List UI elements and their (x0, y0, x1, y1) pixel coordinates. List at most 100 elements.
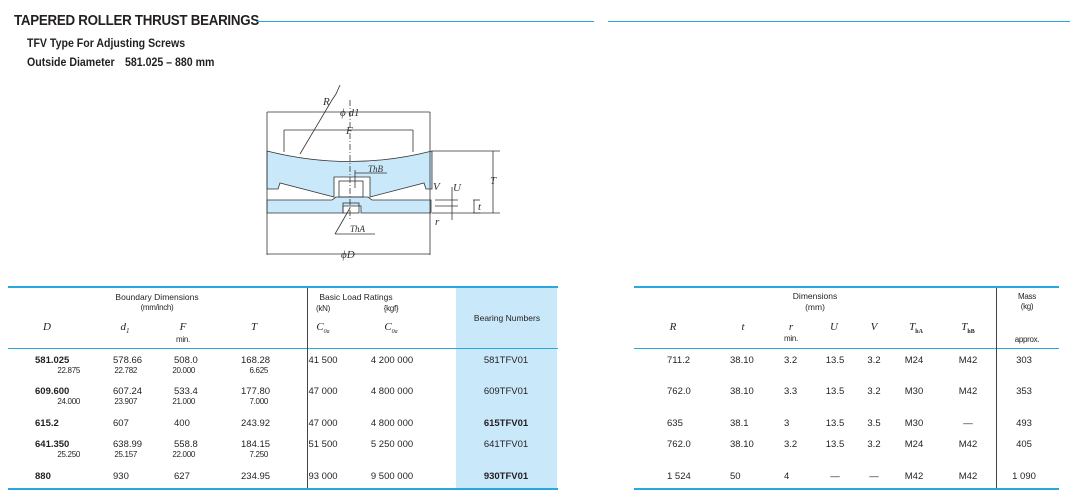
title-rule (256, 21, 594, 22)
cell-load-kgf: 4 200 000 (370, 355, 414, 366)
cell-ThA: M30 (904, 386, 924, 397)
cell-V: — (869, 471, 879, 482)
cell-U: — (830, 471, 840, 482)
subtitle: TFV Type For Adjusting Screws (27, 38, 186, 50)
range-label: Outside Diameter (27, 57, 115, 69)
bearing-diagram: R ϕ d1 F ThB ThA V U T t r ϕD (266, 84, 500, 261)
label-T: T (490, 175, 497, 187)
cell-mass: 1 090 (1012, 471, 1036, 482)
cell-ThB: M42 (958, 386, 978, 397)
cell-d1-inch: 23.907 (114, 397, 137, 406)
label-V: V (433, 181, 441, 193)
left-table-top-rule (8, 286, 558, 288)
cell-V: 3.2 (867, 386, 881, 397)
cell-R: 1 524 (667, 471, 691, 482)
col-d1: d1 (120, 321, 130, 336)
cell-load-kn: 47 000 (308, 386, 338, 397)
cell-ThA: M42 (904, 471, 924, 482)
cell-r: 3.3 (784, 386, 798, 397)
col-V: V (870, 321, 878, 333)
cell-d1: 607.24 (113, 386, 143, 397)
cell-mass: 493 (1016, 418, 1032, 429)
right-table-bottom-rule (634, 488, 1059, 490)
cell-V: 3.2 (867, 355, 881, 366)
col-F-min: min. (176, 335, 190, 344)
cell-d1: 638.99 (113, 439, 143, 450)
right-table-header-rule (634, 348, 1059, 349)
cell-r: 3.2 (784, 355, 798, 366)
bearing-numbers-header: Bearing Numbers (473, 313, 541, 323)
cell-D-inch: 22.875 (57, 366, 80, 375)
col-r-min: min. (784, 334, 798, 343)
cell-U: 13.5 (825, 386, 845, 397)
cell-t: 38.1 (730, 418, 749, 429)
cell-F: 508.0 (174, 355, 198, 366)
cell-bearing-number: 581TFV01 (483, 355, 529, 366)
left-table-header-rule (8, 348, 558, 349)
unit-kgf: {kgf} (383, 304, 399, 313)
cell-mass: 353 (1016, 386, 1032, 397)
cell-F: 533.4 (174, 386, 198, 397)
cell-R: 762.0 (667, 386, 691, 397)
cell-d1-inch: 22.782 (114, 366, 137, 375)
cell-D: 880 (35, 471, 51, 482)
cell-T-inch: 6.625 (249, 366, 268, 375)
cell-D: 615.2 (35, 418, 59, 429)
label-U: U (453, 182, 462, 194)
cell-t: 38.10 (730, 355, 754, 366)
cell-ThB: M42 (958, 355, 978, 366)
cell-r: 3 (784, 418, 790, 429)
label-D: ϕD (341, 249, 355, 261)
boundary-unit: (mm/inch) (140, 303, 174, 312)
col-F: F (179, 321, 187, 333)
dimensions-header: Dimensions (792, 291, 838, 301)
cell-ThA: M30 (904, 418, 924, 429)
cell-F: 627 (174, 471, 190, 482)
cell-D-inch: 24.000 (57, 397, 80, 406)
left-table-bottom-rule (8, 488, 558, 490)
label-d1: ϕ d1 (340, 107, 359, 119)
cell-T-inch: 7.250 (249, 450, 268, 459)
cell-ThB: — (963, 418, 973, 429)
cell-d1-inch: 25.157 (114, 450, 137, 459)
cell-F-inch: 20.000 (172, 366, 195, 375)
label-R: R (322, 96, 330, 108)
unit-kn: (kN) (316, 304, 330, 313)
cell-D: 609.600 (35, 386, 70, 397)
cell-load-kn: 93 000 (308, 471, 338, 482)
cell-T: 184.15 (241, 439, 271, 450)
cell-t: 38.10 (730, 439, 754, 450)
cell-D: 641.350 (35, 439, 70, 450)
cell-r: 3.2 (784, 439, 798, 450)
cell-F: 558.8 (174, 439, 198, 450)
cell-R: 762.0 (667, 439, 691, 450)
cell-d1: 578.66 (113, 355, 143, 366)
page-title: TAPERED ROLLER THRUST BEARINGS (14, 13, 259, 29)
cell-load-kgf: 5 250 000 (370, 439, 414, 450)
right-table-divider (996, 288, 997, 488)
cell-T: 168.28 (241, 355, 271, 366)
cell-d1: 607 (113, 418, 129, 429)
cell-bearing-number: 609TFV01 (483, 386, 529, 397)
cell-ThA: M24 (904, 439, 924, 450)
cell-load-kgf: 4 800 000 (370, 418, 414, 429)
title-rule-right (608, 21, 1070, 22)
cell-F: 400 (174, 418, 190, 429)
bearing-column-highlight (456, 288, 557, 489)
cell-T: 234.95 (241, 471, 271, 482)
col-ThA: ThA (909, 321, 923, 336)
cell-bearing-number: 930TFV01 (483, 471, 529, 482)
left-table-divider (307, 288, 308, 488)
cell-R: 635 (667, 418, 683, 429)
right-table-top-rule (634, 286, 1059, 288)
cell-F-inch: 21.000 (172, 397, 195, 406)
cell-t: 50 (730, 471, 741, 482)
col-r: r (788, 321, 794, 333)
col-U: U (830, 321, 838, 333)
col-ThB: ThB (961, 321, 975, 336)
cell-load-kn: 51 500 (308, 439, 338, 450)
cell-R: 711.2 (667, 355, 691, 366)
cell-T-inch: 7.000 (249, 397, 268, 406)
cell-bearing-number: 615TFV01 (483, 418, 529, 429)
cell-load-kn: 47 000 (308, 418, 338, 429)
